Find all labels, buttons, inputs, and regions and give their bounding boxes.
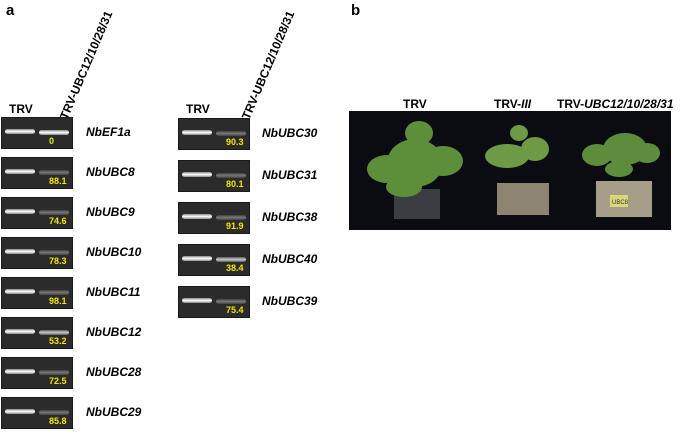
band-silenced (39, 250, 69, 255)
silencing-value: 90.3 (226, 137, 244, 147)
silencing-value: 38.4 (226, 263, 244, 273)
gene-label: NbUBC39 (262, 294, 318, 308)
band-silenced (39, 290, 69, 295)
gel-nbubc28: 72.5 (1, 357, 73, 389)
gene-label: NbUBC29 (86, 405, 142, 419)
silencing-value: 74.6 (49, 216, 67, 226)
gel-nbubc8: 88.1 (1, 157, 73, 189)
gel-nbubc10: 78.3 (1, 237, 73, 269)
band-silenced (39, 130, 69, 135)
gene-label: NbUBC12 (86, 325, 142, 339)
plant-label-trv-iii: TRV-III (494, 97, 531, 111)
gel-nbef1a: 0 (1, 117, 73, 149)
band-trv (182, 172, 212, 177)
plant-label-trv-ubc-prefix: TRV- (557, 97, 585, 111)
silencing-value: 80.1 (226, 179, 244, 189)
band-trv (5, 329, 35, 334)
band-silenced (39, 330, 69, 335)
lane-header-silenced-right: TRV-UBC12/10/28/31 (239, 9, 297, 122)
band-trv (5, 409, 35, 414)
lane-header-silenced-left: TRV-UBC12/10/28/31 (57, 9, 115, 122)
band-trv (5, 249, 35, 254)
silencing-value: 98.1 (49, 296, 67, 306)
band-silenced (216, 257, 246, 262)
band-trv (5, 129, 35, 134)
gel-nbubc38: 91.9 (178, 202, 250, 234)
silencing-value: 85.8 (49, 416, 67, 426)
silencing-value: 88.1 (49, 176, 67, 186)
gel-nbubc12: 53.2 (1, 317, 73, 349)
band-trv (5, 209, 35, 214)
lane-header-trv-right: TRV (186, 102, 210, 116)
band-silenced (216, 215, 246, 220)
band-trv (5, 289, 35, 294)
pot-tag (610, 195, 628, 207)
band-silenced (39, 170, 69, 175)
band-trv (5, 169, 35, 174)
band-trv (182, 214, 212, 219)
silencing-value: 0 (49, 136, 55, 146)
band-trv (5, 369, 35, 374)
silencing-value: 53.2 (49, 336, 67, 346)
band-trv (182, 256, 212, 261)
band-silenced (216, 299, 246, 304)
silencing-value: 75.4 (226, 305, 244, 315)
gene-label: NbUBC10 (86, 245, 142, 259)
panel-a-letter: a (6, 2, 15, 19)
gene-label: NbUBC30 (262, 126, 318, 140)
silencing-value: 91.9 (226, 221, 244, 231)
lane-header-silenced-left-text: TRV-UBC12/10/28/31 (57, 8, 116, 122)
plant-trv (367, 121, 463, 197)
plant-label-trv-iii-italic: III (521, 97, 532, 111)
band-silenced (39, 370, 69, 375)
gene-label: NbUBC9 (86, 205, 135, 219)
panel-b-letter: b (351, 2, 361, 19)
plant-label-trv-ubc: TRV-UBC12/10/28/31 (557, 97, 674, 111)
gene-label: NbUBC38 (262, 210, 318, 224)
plant-trv-ubc (582, 133, 660, 177)
silencing-value: 78.3 (49, 256, 67, 266)
pot-trv-iii (497, 183, 549, 215)
band-trv (182, 298, 212, 303)
silencing-value: 72.5 (49, 376, 67, 386)
gel-nbubc40: 38.4 (178, 244, 250, 276)
gel-nbubc39: 75.4 (178, 286, 250, 318)
gel-nbubc11: 98.1 (1, 277, 73, 309)
gene-label: NbUBC31 (262, 168, 318, 182)
gene-label: NbEF1a (86, 125, 131, 139)
band-silenced (216, 173, 246, 178)
gene-label: NbUBC40 (262, 252, 318, 266)
band-silenced (39, 410, 69, 415)
gel-nbubc31: 80.1 (178, 160, 250, 192)
lane-header-silenced-right-text: TRV-UBC12/10/28/31 (239, 8, 298, 122)
plant-label-trv: TRV (403, 97, 427, 111)
band-silenced (39, 210, 69, 215)
plant-trv-iii (485, 125, 549, 168)
gel-nbubc9: 74.6 (1, 197, 73, 229)
band-silenced (216, 131, 246, 136)
plant-label-trv-iii-prefix: TRV- (494, 97, 522, 111)
pot-tag-text: UBC8 (612, 200, 629, 206)
plant-photo: UBC8 (349, 111, 671, 230)
gel-nbubc30: 90.3 (178, 118, 250, 150)
plant-label-trv-ubc-italic: UBC12/10/28/31 (584, 97, 674, 111)
lane-header-trv-left: TRV (9, 102, 33, 116)
gel-nbubc29: 85.8 (1, 397, 73, 429)
gene-label: NbUBC11 (86, 285, 141, 299)
band-trv (182, 130, 212, 135)
plant-photo-svg: UBC8 (367, 121, 660, 219)
gene-label: NbUBC28 (86, 365, 142, 379)
gene-label: NbUBC8 (86, 165, 135, 179)
